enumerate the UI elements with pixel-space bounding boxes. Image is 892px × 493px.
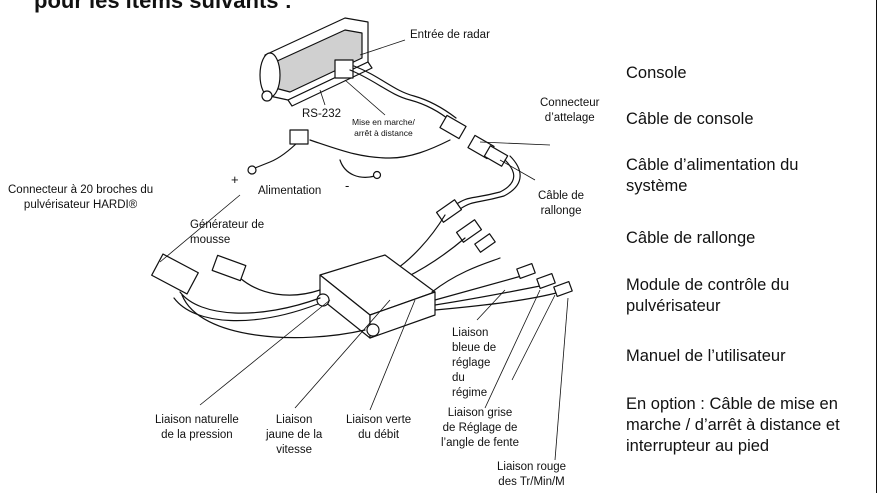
right-border-line bbox=[876, 0, 877, 493]
label-green-flow-line1: Liaison verte bbox=[346, 414, 412, 426]
label-hitch-connector-line1: Connecteur bbox=[540, 97, 600, 109]
item-console-cable: Câble de console bbox=[626, 110, 754, 128]
label-blue-link-line4: du bbox=[452, 372, 465, 384]
hitch-connector bbox=[439, 114, 509, 167]
label-yellow-speed-line2: jaune de la bbox=[266, 429, 323, 441]
label-foam-generator: Générateur de mousse bbox=[190, 218, 264, 248]
label-hardi-connector-line1: Connecteur à 20 broches du bbox=[8, 184, 154, 196]
label-blue-link-line3: réglage bbox=[452, 357, 491, 369]
label-power-minus: - bbox=[345, 178, 350, 193]
label-power-plus: + bbox=[231, 172, 239, 187]
label-extension-cable-line2: rallonge bbox=[540, 205, 582, 217]
label-remote-onoff-line1: Mise en marche/ bbox=[352, 117, 415, 127]
label-remote-onoff-line2: arrêt à distance bbox=[354, 128, 413, 138]
label-blue-link-line5: régime bbox=[452, 387, 488, 399]
label-hardi-connector-line2: pulvérisateur HARDI® bbox=[23, 199, 138, 211]
label-yellow-speed-line3: vitesse bbox=[276, 444, 313, 456]
label-grey-angle-line1: Liaison grise bbox=[447, 407, 513, 419]
label-natural-pressure-line2: de la pression bbox=[161, 429, 233, 441]
item-console: Console bbox=[626, 64, 687, 82]
label-radar-input: Entrée de radar bbox=[410, 29, 490, 41]
label-hardi-connector: Connecteur à 20 broches du pulvérisateur… bbox=[8, 183, 153, 213]
label-natural-pressure: Liaison naturelle de la pression bbox=[155, 413, 239, 443]
label-yellow-speed-line1: Liaison bbox=[275, 414, 313, 426]
label-red-rpm-line2: des Tr/Min/M bbox=[498, 476, 565, 488]
spray-module bbox=[316, 254, 436, 339]
label-hitch-connector: Connecteur d’attelage bbox=[540, 96, 599, 126]
label-power: Alimentation bbox=[258, 185, 322, 197]
page-heading: pour les items suivants : bbox=[34, 0, 292, 13]
label-blue-link-line2: bleue de bbox=[452, 342, 497, 354]
label-extension-cable: Câble de rallonge bbox=[538, 189, 584, 219]
item-system-power-cable: Câble d’alimentation du système bbox=[626, 156, 799, 195]
item-optional-remote-cable: En option : Câble de mise en marche / d’… bbox=[626, 395, 840, 455]
label-hitch-connector-line2: d’attelage bbox=[544, 112, 595, 124]
label-red-rpm-line1: Liaison rouge bbox=[497, 461, 567, 473]
label-grey-angle-line3: l’angle de fente bbox=[441, 437, 520, 449]
label-green-flow-line2: du débit bbox=[358, 429, 400, 441]
label-green-flow: Liaison verte du débit bbox=[346, 413, 411, 443]
label-foam-generator-line1: Générateur de bbox=[190, 219, 265, 231]
item-user-manual: Manuel de l’utilisateur bbox=[626, 347, 786, 365]
label-yellow-speed: Liaison jaune de la vitesse bbox=[266, 413, 322, 458]
label-foam-generator-line2: mousse bbox=[190, 234, 231, 246]
label-blue-link-line1: Liaison bbox=[452, 327, 489, 339]
label-rs232: RS-232 bbox=[302, 108, 341, 120]
label-natural-pressure-line1: Liaison naturelle bbox=[155, 414, 239, 426]
label-blue-link: Liaison bleue de réglage du régime bbox=[452, 326, 496, 401]
item-spray-control-module: Module de contrôle du pulvérisateur bbox=[626, 276, 790, 315]
label-grey-angle: Liaison grise de Réglage de l’angle de f… bbox=[441, 406, 519, 451]
console-unit bbox=[259, 17, 373, 107]
equipment-diagram bbox=[151, 17, 573, 461]
label-grey-angle-line2: de Réglage de bbox=[442, 422, 518, 434]
label-extension-cable-line1: Câble de bbox=[538, 190, 585, 202]
item-extension-cable: Câble de rallonge bbox=[626, 229, 756, 247]
label-red-rpm: Liaison rouge des Tr/Min/M bbox=[497, 460, 566, 490]
label-remote-onoff: Mise en marche/ arrêt à distance bbox=[352, 117, 415, 139]
